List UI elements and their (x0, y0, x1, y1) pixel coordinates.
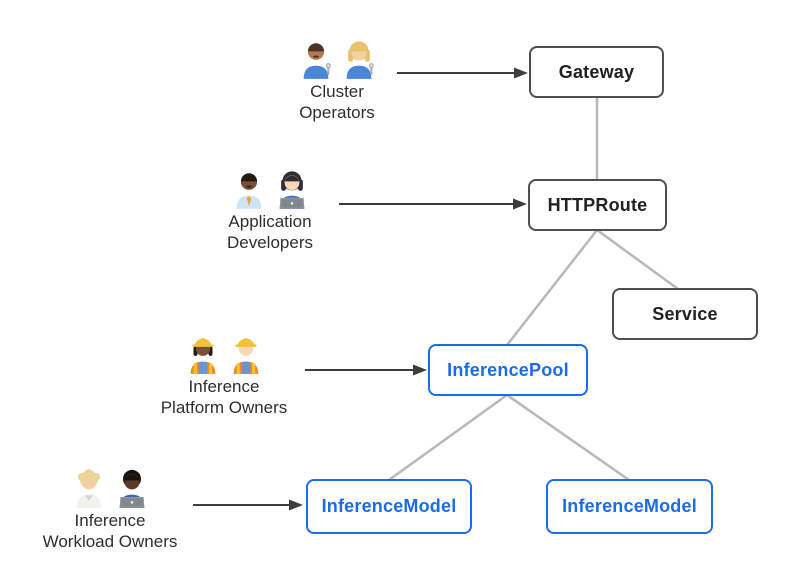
actor-application-developers: Application Developers (175, 167, 365, 253)
man-construction-worker-icon (233, 338, 258, 374)
node-gateway-label: Gateway (558, 61, 635, 82)
node-inferencemodel-right: InferenceModel (546, 479, 713, 534)
node-inferencepool: InferencePool (428, 344, 588, 396)
health-worker-icon (76, 469, 101, 508)
actor-cluster-operators-label: Cluster Operators (299, 82, 375, 122)
actor-cluster-operators: Cluster Operators (242, 37, 432, 123)
edge-httproute-service (596, 228, 679, 291)
node-inferencemodel-right-label: InferenceModel (562, 496, 697, 516)
actor-cluster-operators-icons (242, 37, 432, 79)
edge-httproute-inferencepool (506, 229, 598, 346)
actor-inference-platform-owners: Inference Platform Owners (129, 332, 319, 418)
actor-inference-workload-owners-label: Inference Workload Owners (42, 511, 178, 551)
woman-mechanic-icon (346, 41, 374, 79)
actor-application-developers-label: Application Developers (227, 212, 313, 252)
arrow-application-developers-httproute (339, 198, 527, 210)
edge-inferencepool-inferencemodel-right (506, 393, 630, 482)
man-mechanic-icon (303, 43, 331, 79)
node-service-label: Service (652, 303, 718, 324)
arrow-inference-workload-owners-inferencemodel (193, 499, 303, 511)
actor-inference-workload-owners: Inference Workload Owners (15, 466, 205, 552)
node-inferencemodel-left-label: InferenceModel (321, 496, 457, 516)
node-inferencepool-label: InferencePool (447, 359, 569, 380)
woman-technologist-icon (279, 171, 304, 209)
man-office-worker-icon (236, 173, 261, 209)
actor-inference-platform-owners-label: Inference Platform Owners (160, 377, 288, 417)
arrow-inference-platform-owners-inferencepool (305, 364, 427, 376)
woman-construction-worker-icon (190, 338, 215, 374)
node-inferencemodel-left: InferenceModel (306, 479, 472, 534)
arrow-cluster-operators-gateway (397, 67, 528, 79)
node-gateway: Gateway (529, 46, 664, 98)
actor-inference-workload-owners-icons (15, 466, 205, 508)
edge-inferencepool-inferencemodel-left (388, 393, 508, 482)
actor-inference-platform-owners-icons (129, 332, 319, 374)
actor-application-developers-icons (175, 167, 365, 209)
man-technologist-icon (119, 469, 144, 508)
node-httproute-label: HTTPRoute (547, 194, 648, 215)
node-service: Service (612, 288, 758, 340)
node-httproute: HTTPRoute (528, 179, 667, 231)
